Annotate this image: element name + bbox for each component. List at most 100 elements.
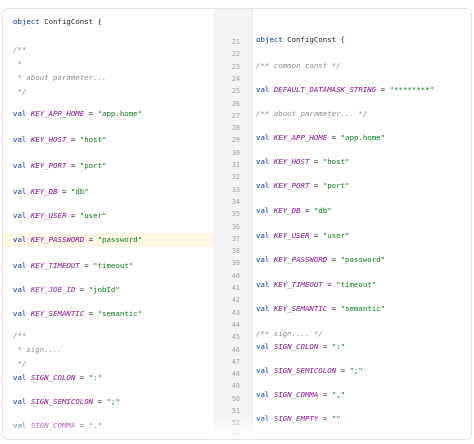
- right-code-pane[interactable]: object ConfigConst { /** common const */ v…: [253, 9, 471, 439]
- code-token: val: [256, 390, 274, 399]
- left-code-line[interactable]: val SIGN_COLON = ":": [13, 371, 214, 385]
- code-token: */: [13, 359, 27, 368]
- left-code-line[interactable]: object ConfigConst {: [13, 15, 214, 29]
- right-code-line[interactable]: object ConfigConst {: [256, 33, 471, 47]
- code-token: "password": [340, 255, 386, 264]
- code-token: val: [256, 206, 274, 215]
- left-code-line[interactable]: val KEY_HOST = "host": [13, 133, 214, 147]
- line-number: 50: [231, 394, 240, 403]
- code-token: KEY_DB: [30, 187, 58, 196]
- left-code-line[interactable]: *: [13, 57, 214, 71]
- code-token: =: [66, 161, 80, 170]
- code-token: KEY_SEMANTIC: [30, 309, 85, 318]
- line-number: 41: [231, 284, 240, 292]
- code-token: DEFAULT_DATAMASK_STRING: [273, 85, 377, 94]
- left-code-line[interactable]: * about parameter...: [13, 71, 214, 85]
- right-code-line[interactable]: val SIGN_SEMICOLON = ";": [256, 364, 471, 378]
- bottom-fade: [3, 417, 471, 439]
- left-code-line[interactable]: val KEY_PASSWORD = "password": [3, 233, 214, 247]
- line-number: 27: [231, 111, 240, 120]
- code-token: =: [309, 181, 323, 190]
- code-token: "port": [79, 161, 107, 170]
- line-number: 48: [231, 370, 240, 379]
- right-code-line[interactable]: val KEY_DB = "db": [256, 204, 471, 218]
- right-code-line[interactable]: val KEY_USER = "user": [256, 229, 471, 243]
- code-token: val: [256, 366, 274, 375]
- code-token: SIGN_COMMA: [273, 390, 319, 399]
- code-token: =: [327, 133, 341, 142]
- line-number: 21: [231, 38, 240, 46]
- code-token: =: [336, 366, 350, 375]
- line-number: 22: [231, 50, 240, 59]
- code-token: =: [66, 211, 80, 220]
- code-token: =: [318, 342, 332, 351]
- line-number: 32: [231, 173, 240, 182]
- code-token: SIGN_COLON: [273, 342, 319, 351]
- code-token: ":": [331, 342, 346, 351]
- code-token: val: [13, 109, 31, 118]
- left-code-line[interactable]: * sign....: [13, 343, 214, 357]
- code-token: KEY_USER: [273, 231, 310, 240]
- line-number: 30: [231, 148, 240, 157]
- code-token: SIGN_SEMICOLON: [273, 366, 337, 375]
- left-code-line[interactable]: /**: [13, 43, 214, 57]
- left-code-line[interactable]: val KEY_DB = "db": [13, 185, 214, 199]
- left-code-line[interactable]: /**: [13, 329, 214, 343]
- code-token: SIGN_COLON: [30, 373, 76, 382]
- left-code-line[interactable]: val KEY_PORT = "port": [13, 159, 214, 173]
- code-token: "timeout": [336, 280, 377, 289]
- line-number: 29: [231, 136, 240, 145]
- left-code-pane[interactable]: object ConfigConst { /** * * about parame…: [3, 9, 214, 439]
- code-token: =: [322, 280, 337, 289]
- code-token: KEY_PASSWORD: [30, 235, 85, 244]
- code-token: /**: [13, 331, 27, 340]
- left-code-line[interactable]: */: [13, 357, 214, 371]
- code-token: =: [84, 309, 98, 318]
- right-code-line[interactable]: val KEY_SEMANTIC = "semantic": [256, 302, 471, 316]
- code-token: "db": [70, 187, 89, 196]
- diff-viewer: object ConfigConst { /** * * about parame…: [2, 8, 472, 440]
- code-token: val: [13, 373, 31, 382]
- left-code-line[interactable]: */: [13, 85, 214, 99]
- code-token: object: [13, 17, 40, 26]
- code-token: KEY_SEMANTIC: [273, 304, 328, 313]
- code-token: /** common const */: [256, 61, 341, 70]
- code-token: KEY_PASSWORD: [273, 255, 328, 264]
- right-code-line[interactable]: /** common const */: [256, 59, 471, 73]
- right-code-line[interactable]: val KEY_HOST = "host": [256, 155, 471, 169]
- right-code-line[interactable]: /** about parameter... */: [256, 107, 471, 121]
- right-code-line[interactable]: val SIGN_COMMA = ",": [256, 388, 471, 402]
- left-code-line[interactable]: val KEY_APP_HOME = "app.home": [13, 107, 214, 121]
- line-number: 31: [231, 161, 240, 169]
- line-number: 36: [231, 222, 240, 231]
- code-token: KEY_HOST: [273, 157, 310, 166]
- line-number: 37: [231, 234, 240, 243]
- right-code-line[interactable]: val KEY_TIMEOUT = "timeout": [256, 278, 471, 292]
- code-token: "host": [322, 157, 350, 166]
- right-code-line[interactable]: val SIGN_COLON = ":": [256, 340, 471, 354]
- right-code-line[interactable]: val DEFAULT_DATAMASK_STRING = "********": [256, 83, 471, 97]
- line-number: 44: [231, 320, 240, 329]
- code-token: "db": [313, 206, 332, 215]
- left-code-line[interactable]: val KEY_TIMEOUT = "timeout": [13, 259, 214, 273]
- left-code-line[interactable]: val KEY_SEMANTIC = "semantic": [13, 307, 214, 321]
- left-code-line[interactable]: val KEY_JOB_ID = "jobId": [13, 283, 214, 297]
- right-code-line[interactable]: /** sign.... */: [256, 327, 471, 341]
- right-code-line[interactable]: val KEY_APP_HOME = "app.home": [256, 131, 471, 145]
- line-number: 25: [231, 87, 240, 96]
- right-code-line[interactable]: val KEY_PASSWORD = "password": [256, 253, 471, 267]
- code-token: =: [84, 109, 98, 118]
- code-token: "semantic": [97, 309, 143, 318]
- left-code-line[interactable]: val KEY_USER = "user": [13, 209, 214, 223]
- right-code-line[interactable]: val KEY_PORT = "port": [256, 179, 471, 193]
- code-token: =: [376, 85, 390, 94]
- line-number: 42: [231, 296, 240, 305]
- code-token: "app.home": [340, 133, 386, 142]
- code-token: object: [256, 35, 283, 44]
- code-token: "********": [389, 85, 435, 94]
- left-code-line[interactable]: val SIGN_SEMICOLON = ";": [13, 395, 214, 409]
- code-token: val: [256, 181, 274, 190]
- code-token: * about parameter...: [13, 73, 107, 82]
- code-token: SIGN_SEMICOLON: [30, 397, 94, 406]
- line-number: 38: [231, 247, 240, 256]
